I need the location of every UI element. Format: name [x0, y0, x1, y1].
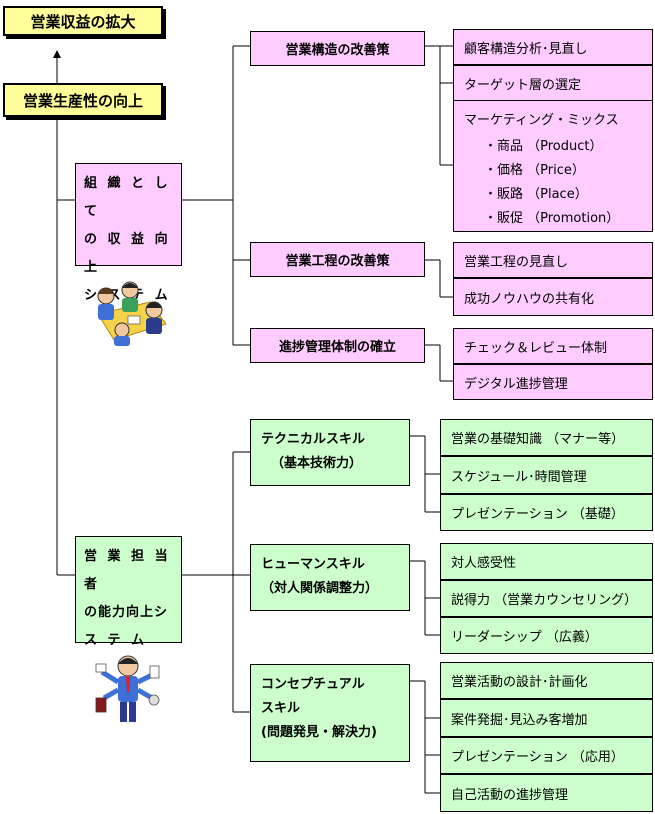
top-goal-box: 営業収益の拡大: [3, 6, 163, 36]
leaf-item: 成功ノウハウの共有化: [453, 278, 653, 316]
marketing-mix-item: ・販路 （Place）: [484, 187, 588, 202]
marketing-mix-box: マーケティング・ミックス ・商品 （Product） ・価格 （Price） ・…: [453, 100, 653, 232]
leaf-item: 案件発掘･見込み客増加: [440, 699, 653, 737]
leaf-label: スケジュール･時間管理: [451, 469, 587, 485]
marketing-mix-title: マーケティング・ミックス: [464, 113, 619, 128]
leaf-item: プレゼンテーション （基礎）: [440, 494, 653, 531]
leaf-label: プレゼンテーション （基礎）: [451, 507, 624, 522]
leaf-item: スケジュール･時間管理: [440, 456, 653, 494]
staff-system-box: 営 業 担 当 者 の能力向上シ ス テ ム: [75, 536, 182, 648]
group-header-structure: 営業構造の改善策: [250, 31, 425, 66]
leaf-label: リーダーシップ （広義）: [451, 630, 598, 645]
leaf-label: 顧客構造分析･見直し: [464, 41, 588, 57]
leaf-label: ターゲット層の選定: [464, 77, 582, 93]
org-system-line: の 収 益 向 上: [84, 232, 171, 275]
leaf-item: 顧客構造分析･見直し: [453, 29, 653, 65]
skill-header-human: ヒューマンスキル （対人関係調整力）: [250, 544, 410, 611]
leaf-label: 営業活動の設計･計画化: [451, 675, 588, 690]
skill-title: テクニカルスキル: [261, 432, 366, 447]
skill-header-technical: テクニカルスキル （基本技術力）: [250, 419, 410, 486]
leaf-label: 営業工程の見直し: [464, 254, 569, 270]
arrow-up-icon: [53, 50, 61, 58]
leaf-label: 案件発掘･見込み客増加: [451, 712, 588, 728]
leaf-label: 対人感受性: [451, 556, 517, 571]
leaf-label: 説得力 （営業カウンセリング）: [451, 593, 638, 608]
goal-box: 営業生産性の向上: [3, 83, 163, 117]
group-title: 進捗管理体制の確立: [278, 340, 396, 355]
marketing-mix-item: ・価格 （Price）: [484, 163, 585, 178]
skill-subtitle: （対人関係調整力）: [261, 581, 379, 596]
staff-system-line: ス テ ム: [84, 633, 148, 648]
group-title: 営業構造の改善策: [285, 43, 390, 58]
leaf-label: 成功ノウハウの共有化: [464, 291, 595, 307]
leaf-label: プレゼンテーション （応用）: [451, 750, 624, 765]
leaf-item: 説得力 （営業カウンセリング）: [440, 580, 653, 617]
skill-header-conceptual: コンセプチュアル スキル (問題発見・解決力): [250, 664, 410, 762]
busy-salesperson-clipart: [95, 655, 160, 722]
skill-title: コンセプチュアル: [261, 677, 365, 692]
leaf-item: チェック＆レビュー体制: [453, 328, 653, 364]
leaf-item: 営業の基礎知識 （マナー等）: [440, 419, 653, 456]
goal-label: 営業生産性の向上: [22, 91, 143, 110]
group-header-process: 営業工程の改善策: [250, 242, 425, 277]
group-header-progress: 進捗管理体制の確立: [250, 328, 425, 363]
leaf-item: ターゲット層の選定: [453, 65, 653, 101]
leaf-item: 自己活動の進捗管理: [440, 774, 653, 812]
leaf-item: プレゼンテーション （応用）: [440, 737, 653, 774]
leaf-item: リーダーシップ （広義）: [440, 617, 653, 654]
leaf-label: 自己活動の進捗管理: [451, 787, 569, 803]
leaf-label: デジタル進捗管理: [464, 376, 568, 392]
skill-subtitle: （基本技術力）: [271, 456, 363, 471]
leaf-item: デジタル進捗管理: [453, 364, 653, 400]
skill-title: ヒューマンスキル: [261, 557, 365, 572]
group-title: 営業工程の改善策: [285, 254, 390, 269]
skill-title: スキル: [261, 701, 301, 716]
org-system-box: 組 織 と し て の 収 益 向 上 シ ス テ ム: [75, 163, 182, 303]
top-goal-label: 営業収益の拡大: [30, 12, 136, 31]
staff-system-line: の能力向上シ: [84, 605, 169, 620]
leaf-item: 対人感受性: [440, 543, 653, 580]
skill-subtitle: (問題発見・解決力): [261, 725, 377, 740]
team-meeting-clipart: [97, 281, 167, 346]
leaf-label: 営業の基礎知識 （マナー等）: [451, 432, 625, 447]
marketing-mix-item: ・商品 （Product）: [484, 139, 603, 154]
leaf-label: チェック＆レビュー体制: [464, 340, 608, 356]
org-system-line: 組 織 と し て: [84, 176, 171, 219]
leaf-item: 営業工程の見直し: [453, 242, 653, 278]
marketing-mix-item: ・販促 （Promotion）: [484, 211, 620, 226]
staff-system-line: 営 業 担 当 者: [84, 549, 171, 592]
leaf-item: 営業活動の設計･計画化: [440, 662, 653, 699]
